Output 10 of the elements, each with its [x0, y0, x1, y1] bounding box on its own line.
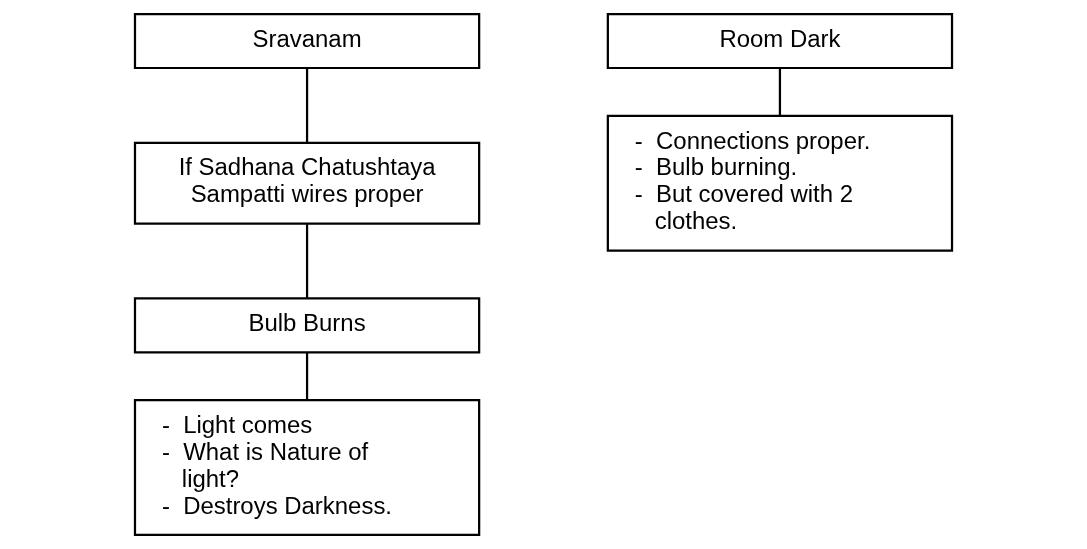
node-box: Room Dark — [606, 13, 954, 70]
node-box: - Connections proper. - Bulb burning. - But covered with 2 clothes. — [606, 114, 954, 252]
connector — [778, 68, 782, 116]
connector — [305, 224, 309, 299]
node-box: Sravanam — [133, 13, 481, 70]
connector — [305, 68, 309, 143]
connector — [305, 352, 309, 401]
node-box: If Sadhana Chatushtaya Sampatti wires proper — [133, 141, 481, 225]
node-box: - Light comes - What is Nature of light? - Destroys Darkness. — [133, 399, 481, 536]
node-box: Bulb Burns — [133, 297, 481, 354]
